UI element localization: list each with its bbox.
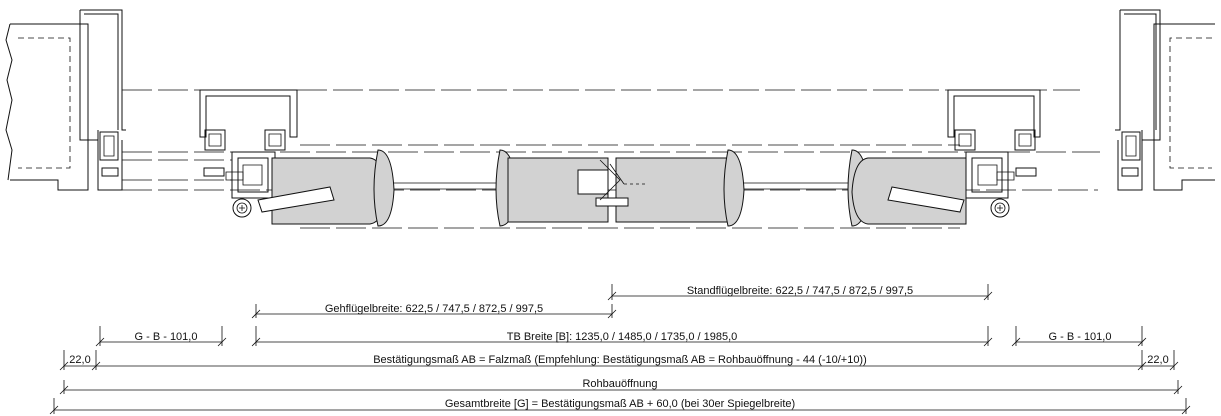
dim-gesamtbreite: Gesamtbreite [G] = Bestätigungsmaß AB + … [445, 398, 795, 410]
left-hinge [225, 151, 276, 218]
dim-g-b-right: G - B - 101,0 [1049, 331, 1112, 343]
dim-offset-left: 22,0 [69, 354, 90, 366]
right-hinge [965, 151, 1015, 218]
dim-standfluegelbreite: Standflügelbreite: 622,5 / 747,5 / 872,5… [687, 285, 913, 297]
right-door-leaf [851, 157, 967, 225]
dimension-lines [49, 284, 1191, 415]
right-glass-panel [723, 149, 869, 227]
dim-rohbauoeffnung: Rohbauöffnung [582, 378, 657, 390]
left-glass-panel [373, 149, 517, 227]
dim-bestaetigungsmass: Bestätigungsmaß AB = Falzmaß (Empfehlung… [373, 354, 867, 366]
dim-g-b-left: G - B - 101,0 [135, 331, 198, 343]
dim-offset-right: 22,0 [1147, 354, 1168, 366]
left-cap-profile [199, 89, 298, 177]
right-cap-profile [947, 89, 1041, 177]
right-wall [1115, 9, 1215, 191]
dim-tb-breite: TB Breite [B]: 1235,0 / 1485,0 / 1735,0 … [507, 331, 738, 343]
left-wall [5, 9, 126, 191]
center-leaves [507, 157, 731, 223]
left-door-leaf [257, 157, 387, 225]
dim-gehfluegelbreite: Gehflügelbreite: 622,5 / 747,5 / 872,5 /… [325, 303, 543, 315]
